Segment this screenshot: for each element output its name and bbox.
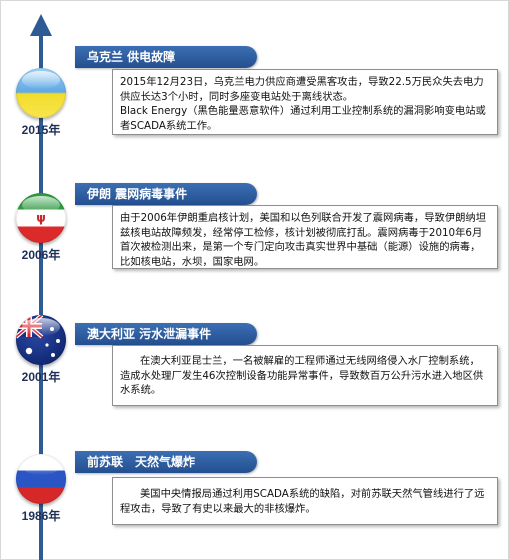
event-description-text: 在澳大利亚昆士兰，一名被解雇的工程师通过无线网络侵入水厂控制系统，造成水处理厂发… xyxy=(120,355,484,396)
event-title: 伊朗 震网病毒事件 xyxy=(75,183,257,205)
timeline-arrow-icon xyxy=(30,14,52,36)
event-description: 2015年12月23日，乌克兰电力供应商遭受黑客攻击，导致22.5万民众失去电力… xyxy=(112,69,498,135)
event-description-text: 由于2006年伊朗重启核计划，美国和以色列联合开发了震网病毒，导致伊朗纳坦兹核电… xyxy=(120,212,487,268)
event-description: 由于2006年伊朗重启核计划，美国和以色列联合开发了震网病毒，导致伊朗纳坦兹核电… xyxy=(112,205,498,269)
event-description: 在澳大利亚昆士兰，一名被解雇的工程师通过无线网络侵入水厂控制系统，造成水处理厂发… xyxy=(112,345,498,406)
timeline-axis xyxy=(39,34,43,560)
event-title: 乌克兰 供电故障 xyxy=(75,46,257,68)
event-title: 前苏联 天然气爆炸 xyxy=(75,451,257,473)
australia-flag-icon xyxy=(16,315,66,365)
event-description-text: Black Energy（黑色能量恶意软件）通过利用工业控制系统的漏洞影响变电站… xyxy=(120,105,486,132)
event-title: 澳大利亚 污水泄漏事件 xyxy=(75,323,257,345)
event-year: 2006年 xyxy=(21,248,61,262)
event-description: 美国中央情报局通过利用SCADA系统的缺陷，对前苏联天然气管线进行了远程攻击，导… xyxy=(112,477,498,525)
iran-flag-icon: ψ xyxy=(16,193,66,243)
event-year: 2015年 xyxy=(21,123,61,137)
event-description-text: 2015年12月23日，乌克兰电力供应商遭受黑客攻击，导致22.5万民众失去电力… xyxy=(120,76,484,103)
event-description-text: 美国中央情报局通过利用SCADA系统的缺陷，对前苏联天然气管线进行了远程攻击，导… xyxy=(120,488,485,515)
ukraine-flag-icon xyxy=(16,68,66,118)
event-year: 2001年 xyxy=(21,370,61,384)
russia-flag-icon xyxy=(16,454,66,504)
event-year: 1986年 xyxy=(21,509,61,523)
